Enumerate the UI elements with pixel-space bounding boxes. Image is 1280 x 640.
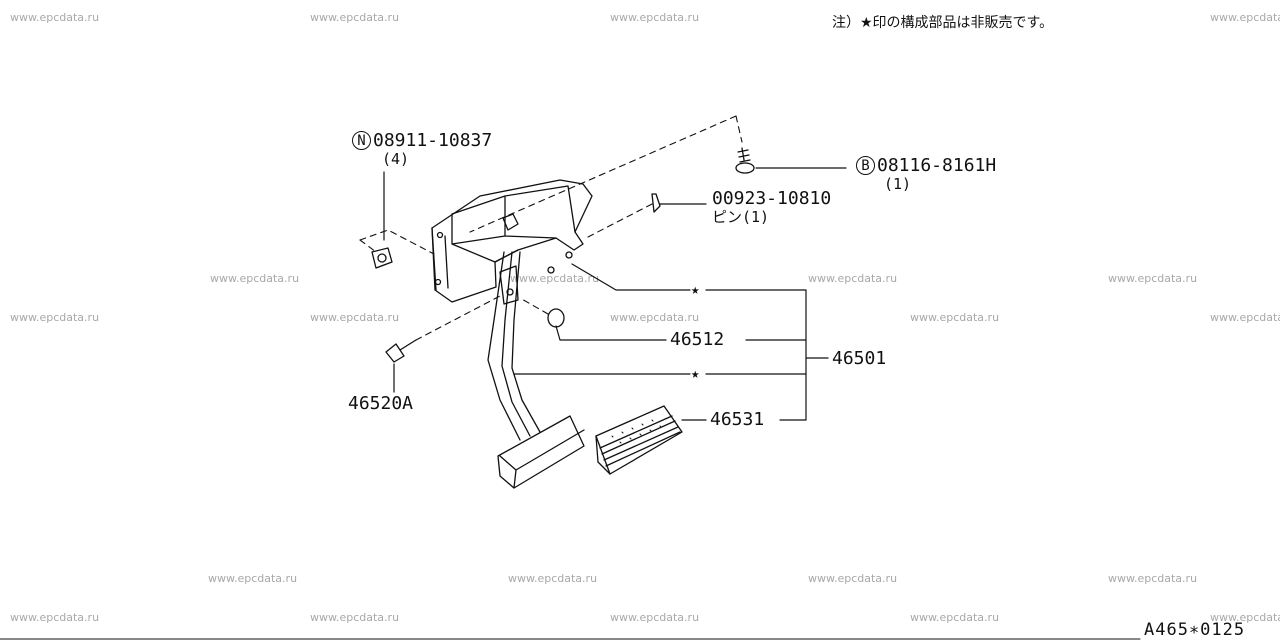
bracket-hole xyxy=(436,231,444,239)
watermark: www.epcdata.ru xyxy=(610,311,700,324)
pin-00923-10810 xyxy=(651,193,661,213)
bracket-stud xyxy=(502,213,519,231)
qty-pin: ピン(1) xyxy=(712,208,770,226)
watermark: www.epcdata.ru xyxy=(808,572,898,585)
watermark: www.epcdata.ru xyxy=(910,611,1000,624)
clevis-pin-46520A xyxy=(385,339,417,363)
watermark: www.epcdata.ru xyxy=(910,311,1000,324)
assembly-dashed-lines xyxy=(359,115,743,341)
circle-b-icon: B xyxy=(856,156,875,175)
watermark: www.epcdata.ru xyxy=(508,572,598,585)
star-icon: ★ xyxy=(691,366,700,382)
star-icon: ★ xyxy=(691,282,700,298)
pedal-arm-rib xyxy=(501,251,531,437)
watermark: www.epcdata.ru xyxy=(10,611,100,624)
pedal-pad-46531-ribs xyxy=(595,415,681,475)
bolt-washer xyxy=(735,162,755,174)
watermark: www.epcdata.ru xyxy=(10,11,100,24)
watermark: www.epcdata.ru xyxy=(610,611,700,624)
watermark: www.epcdata.ru xyxy=(310,311,400,324)
brake-pedal-pad xyxy=(497,415,585,489)
pedal-bracket xyxy=(431,179,593,303)
qty-bolt: (1) xyxy=(884,175,912,193)
label-stopper: 46512 xyxy=(670,329,725,350)
watermark: www.epcdata.ru xyxy=(210,272,300,285)
part-number: 08116-8161H xyxy=(877,155,997,176)
watermark: www.epcdata.ru xyxy=(1210,311,1280,324)
watermark: www.epcdata.ru xyxy=(1108,572,1198,585)
label-pin: 00923-10810 xyxy=(712,188,832,209)
watermark: www.epcdata.ru xyxy=(10,311,100,324)
pedal-pad-46531 xyxy=(595,405,683,475)
brake-pedal-pad-edge xyxy=(499,429,585,489)
nut-08911-10837 xyxy=(371,247,393,269)
bolt-08116-8161H xyxy=(737,147,751,163)
watermark: www.epcdata.ru xyxy=(1108,272,1198,285)
watermark: www.epcdata.ru xyxy=(1210,611,1280,624)
label-pedal-assy: 46501 xyxy=(832,348,887,369)
watermark: www.epcdata.ru xyxy=(310,611,400,624)
leader-lines xyxy=(383,167,847,421)
bracket-hole xyxy=(547,266,555,274)
pedal-pad-texture xyxy=(611,419,662,444)
stopper-46512 xyxy=(547,308,565,328)
circle-n-icon: N xyxy=(352,131,371,150)
bracket-side-face xyxy=(431,227,519,291)
label-pedal-pad: 46531 xyxy=(710,409,765,430)
pivot-hole xyxy=(506,288,514,296)
non-sale-note: 注）★印の構成部品は非販売です。 xyxy=(832,15,1054,31)
bracket-hole xyxy=(434,278,442,286)
watermark: www.epcdata.ru xyxy=(510,272,600,285)
watermark: www.epcdata.ru xyxy=(208,572,298,585)
part-number: 08911-10837 xyxy=(373,130,493,151)
bracket-top-face xyxy=(451,185,576,263)
diagram-code: A465∗0125 xyxy=(1144,620,1246,640)
qty-nut: (4) xyxy=(382,150,410,168)
label-clevis-pin: 46520A xyxy=(348,393,414,414)
bracket-hole xyxy=(565,251,573,259)
watermark: www.epcdata.ru xyxy=(1210,11,1280,24)
watermark: www.epcdata.ru xyxy=(808,272,898,285)
watermark: www.epcdata.ru xyxy=(610,11,700,24)
watermark: www.epcdata.ru xyxy=(310,11,400,24)
nut-hole xyxy=(377,253,387,263)
